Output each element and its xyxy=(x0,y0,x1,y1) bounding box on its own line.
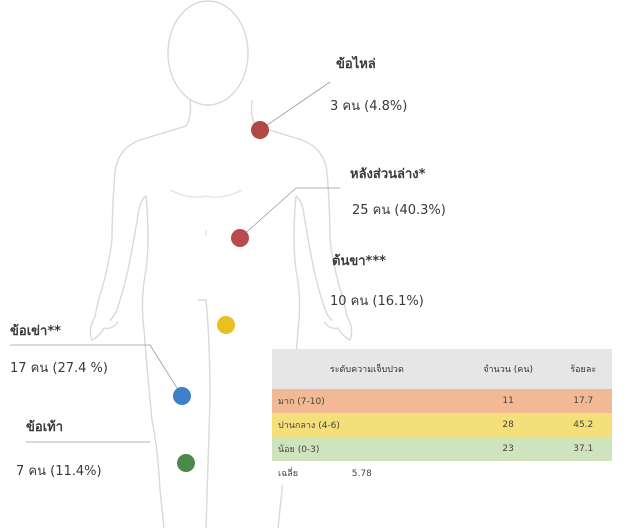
thigh-label: ต้นขา*** xyxy=(332,250,386,271)
thigh-marker xyxy=(217,316,235,334)
row-level: มาก (7-10) xyxy=(272,389,462,413)
lowerback-marker xyxy=(231,229,249,247)
row-count: 23 xyxy=(462,437,555,461)
mean-cell: เฉลี่ย 5.78 xyxy=(272,461,462,485)
knee-value: 17 คน (27.4 %) xyxy=(10,357,108,378)
row-count: 28 xyxy=(462,413,555,437)
ankle-marker xyxy=(177,454,195,472)
table-header-row: ระดับความเจ็บปวด จำนวน (คน) ร้อยละ xyxy=(272,349,612,389)
right-hand-outline xyxy=(324,318,352,340)
table-row: มาก (7-10) 11 17.7 xyxy=(272,389,612,413)
knee-label: ข้อเข่า** xyxy=(10,320,61,341)
mean-value: 5.78 xyxy=(352,469,372,479)
head-outline xyxy=(168,1,248,105)
row-count: 11 xyxy=(462,389,555,413)
lowerback-value: 25 คน (40.3%) xyxy=(352,199,446,220)
left-hand-outline xyxy=(90,318,118,340)
table-row: น้อย (0-3) 23 37.1 xyxy=(272,437,612,461)
lowerback-label: หลังส่วนล่าง* xyxy=(350,163,425,184)
shoulder-value: 3 คน (4.8%) xyxy=(330,95,407,116)
row-percent: 37.1 xyxy=(555,437,612,461)
row-percent: 17.7 xyxy=(555,389,612,413)
header-level: ระดับความเจ็บปวด xyxy=(272,349,462,389)
shoulder-label: ข้อไหล่ xyxy=(336,53,376,74)
table-row: ปานกลาง (4-6) 28 45.2 xyxy=(272,413,612,437)
row-level: ปานกลาง (4-6) xyxy=(272,413,462,437)
knee-marker xyxy=(173,387,191,405)
ankle-label: ข้อเท้า xyxy=(26,416,63,437)
legs-outline xyxy=(198,300,210,528)
mean-empty-2 xyxy=(555,461,612,485)
pain-level-table: ระดับความเจ็บปวด จำนวน (คน) ร้อยละ มาก (… xyxy=(272,349,612,485)
ankle-value: 7 คน (11.4%) xyxy=(16,460,102,481)
leader-shoulder xyxy=(260,82,330,130)
thigh-value: 10 คน (16.1%) xyxy=(330,290,424,311)
mean-empty-1 xyxy=(462,461,555,485)
shoulder-marker xyxy=(251,121,269,139)
mean-label: เฉลี่ย xyxy=(278,469,298,479)
header-count: จำนวน (คน) xyxy=(462,349,555,389)
row-percent: 45.2 xyxy=(555,413,612,437)
row-level: น้อย (0-3) xyxy=(272,437,462,461)
mean-row: เฉลี่ย 5.78 xyxy=(272,461,612,485)
header-percent: ร้อยละ xyxy=(555,349,612,389)
